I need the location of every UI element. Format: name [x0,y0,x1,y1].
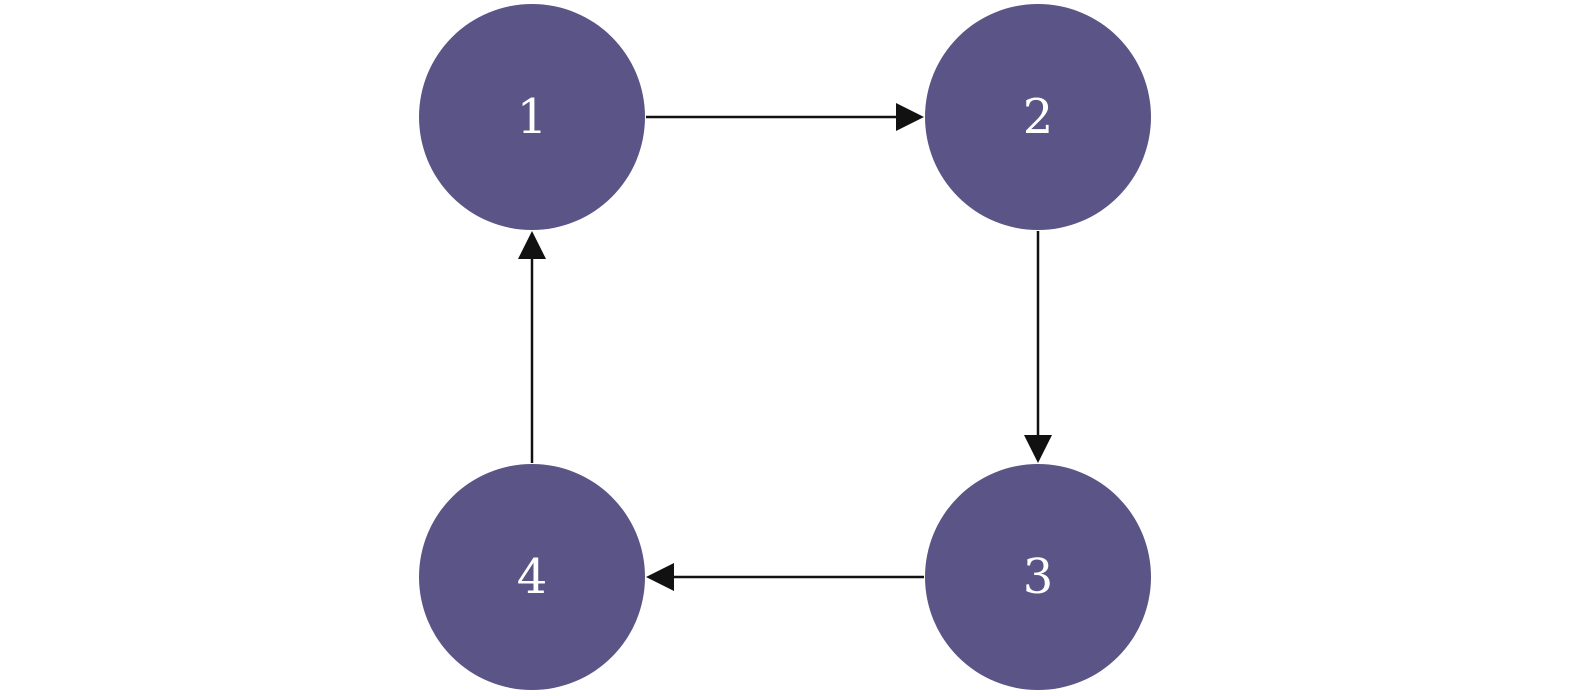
node-circle [419,464,645,690]
node-circle [925,464,1151,690]
edge-2-to-3 [1024,231,1052,463]
node-label: 2 [1023,89,1054,145]
arrowhead-up-icon [518,231,546,259]
node-4: 4 [419,464,645,690]
node-circle [925,4,1151,230]
node-3: 3 [925,464,1151,690]
node-circle [419,4,645,230]
node-1: 1 [419,4,645,230]
node-label: 1 [517,89,548,145]
arrowhead-left-icon [646,563,674,591]
edge-3-to-4 [646,563,924,591]
edge-4-to-1 [518,231,546,463]
node-label: 3 [1023,549,1054,605]
node-label: 4 [517,549,548,605]
arrowhead-right-icon [896,103,924,131]
edge-1-to-2 [646,103,924,131]
node-2: 2 [925,4,1151,230]
arrowhead-down-icon [1024,435,1052,463]
